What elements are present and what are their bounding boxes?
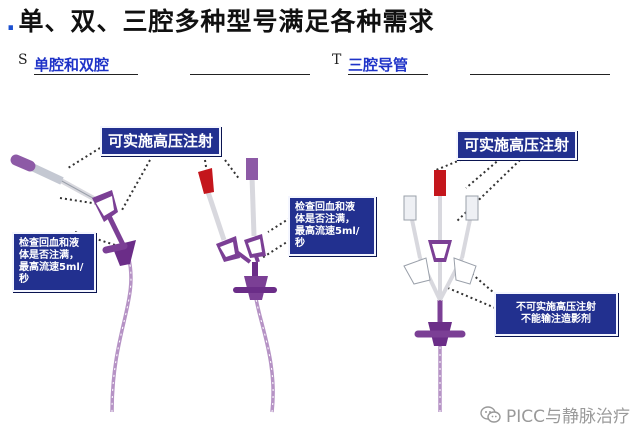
section-right-underline-a	[348, 74, 428, 75]
section-left-underline-a	[34, 74, 138, 75]
section-left-label: 单腔和双腔	[34, 56, 110, 74]
check-callout-middle: 检查回血和液 体是否注满， 最高流速5ml/ 秒	[288, 196, 376, 256]
section-right-label: 三腔导管	[348, 56, 409, 74]
check-mid-line-1: 检查回血和液	[295, 202, 355, 213]
check-mid-line-4: 秒	[295, 238, 305, 249]
triple-lumen-catheter	[403, 170, 479, 412]
section-left-mark: S	[18, 52, 28, 68]
watermark: PICC与静脉治疗	[480, 402, 630, 427]
single-lumen-catheter	[10, 154, 136, 413]
no-hp-line-1: 不可实施高压注射	[516, 302, 596, 313]
wechat-icon	[480, 405, 501, 423]
check-callout-left: 检查回血和液 体是否注满， 最高流速5ml/ 秒	[12, 232, 96, 292]
title-text: 单、双、三腔多种型号满足各种需求	[18, 7, 435, 36]
double-lumen-catheter	[198, 158, 277, 413]
check-mid-line-3: 最高流速5ml/	[295, 226, 360, 237]
high-pressure-callout-right: 可实施高压注射	[456, 130, 578, 160]
section-right-underline-b	[470, 74, 610, 75]
no-high-pressure-callout: 不可实施高压注射 不能输注造影剂	[494, 292, 618, 336]
title-bullet: .	[6, 7, 17, 36]
check-left-line-4: 秒	[19, 274, 29, 285]
page-title: .单、双、三腔多种型号满足各种需求	[6, 2, 435, 38]
watermark-text: PICC与静脉治疗	[505, 407, 630, 427]
check-left-line-3: 最高流速5ml/	[19, 262, 84, 273]
no-hp-line-2: 不能输注造影剂	[521, 314, 591, 325]
check-left-line-1: 检查回血和液	[19, 238, 79, 249]
high-pressure-callout-left: 可实施高压注射	[100, 126, 222, 156]
check-left-line-2: 体是否注满，	[19, 250, 79, 261]
section-left-underline-b	[190, 74, 310, 75]
check-mid-line-2: 体是否注满，	[295, 214, 355, 225]
section-right-mark: T	[332, 52, 342, 68]
